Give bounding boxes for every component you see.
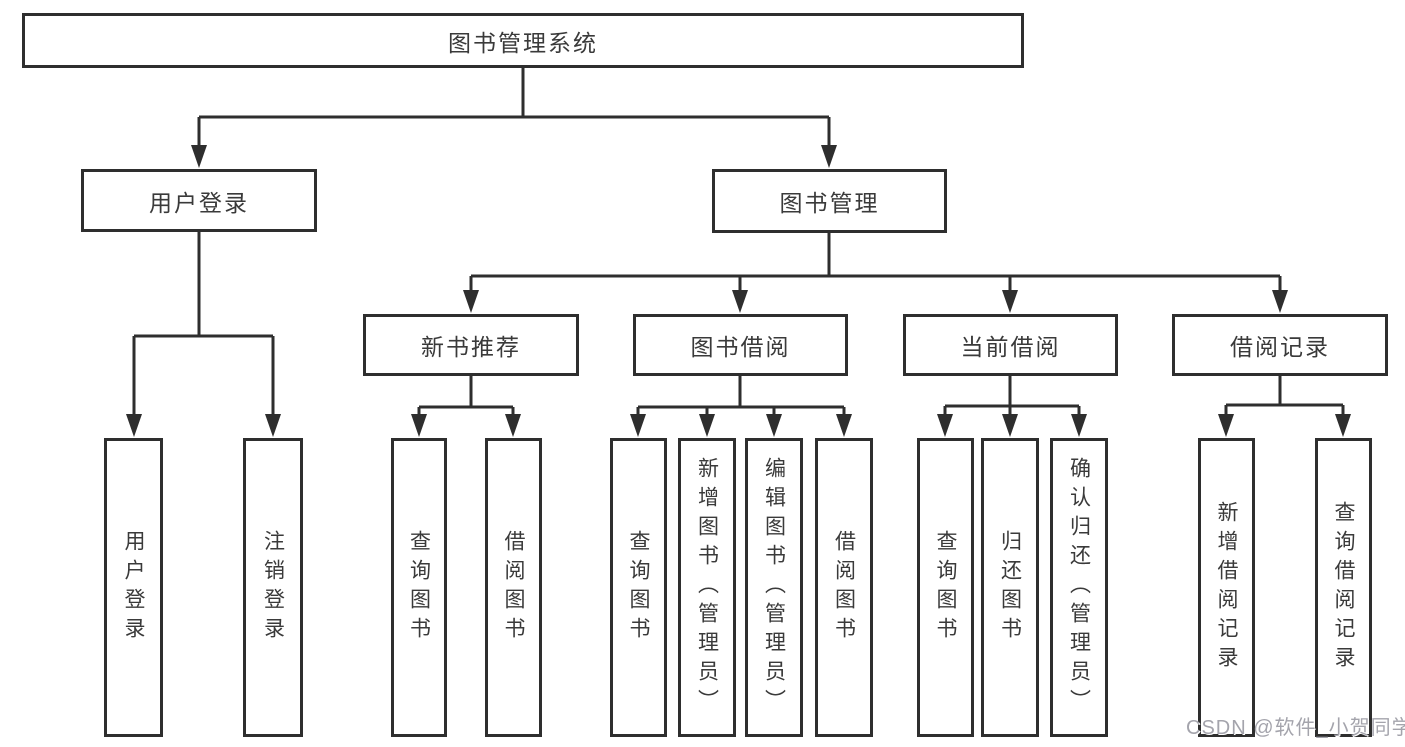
node-library-management-system: 图书管理系统: [22, 13, 1024, 68]
node-current-borrowing: 当前借阅: [903, 314, 1118, 376]
leaf-query-books-borrowing: 查询图书: [610, 438, 667, 737]
leaf-confirm-return-admin: 确认归还（管理员）: [1050, 438, 1108, 737]
leaf-edit-books-admin: 编辑图书（管理员）: [745, 438, 803, 737]
node-user-login: 用户登录: [81, 169, 317, 232]
leaf-add-borrow-record: 新增借阅记录: [1198, 438, 1255, 737]
leaf-query-books-current: 查询图书: [917, 438, 974, 737]
leaf-borrow-books-recommend: 借阅图书: [485, 438, 542, 737]
node-book-borrowing: 图书借阅: [633, 314, 848, 376]
leaf-user-login: 用户登录: [104, 438, 163, 737]
leaf-query-books-recommend: 查询图书: [391, 438, 447, 737]
node-new-book-recommend: 新书推荐: [363, 314, 579, 376]
leaf-borrow-books-borrowing: 借阅图书: [815, 438, 873, 737]
csdn-watermark: CSDN @软件_小贺同学: [1186, 717, 1405, 739]
leaf-logout: 注销登录: [243, 438, 303, 737]
node-borrowing-records: 借阅记录: [1172, 314, 1388, 376]
leaf-query-borrow-record: 查询借阅记录: [1315, 438, 1372, 737]
leaf-add-books-admin: 新增图书（管理员）: [678, 438, 736, 737]
node-book-management: 图书管理: [712, 169, 947, 233]
leaf-return-books: 归还图书: [981, 438, 1039, 737]
